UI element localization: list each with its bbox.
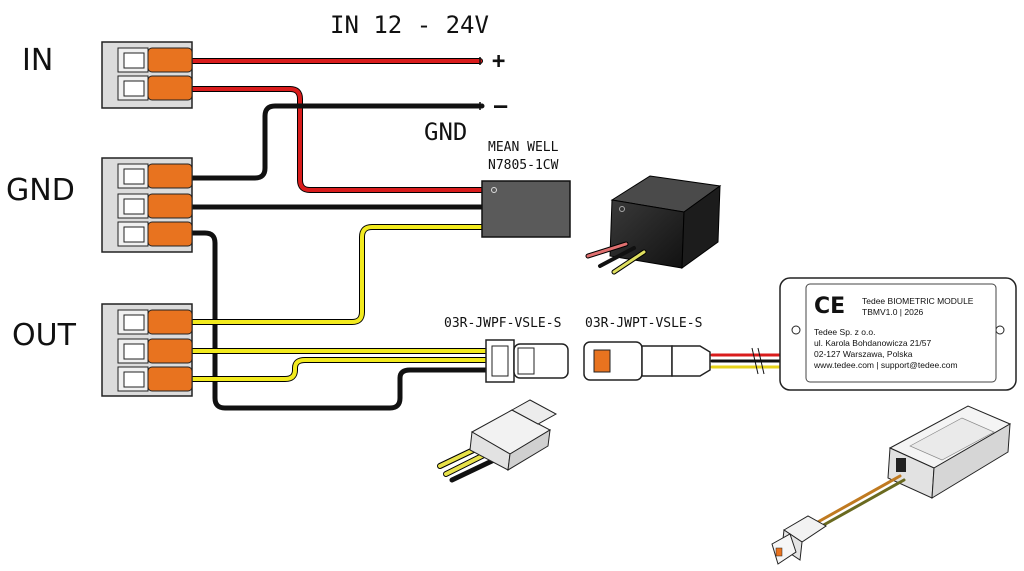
module-title: Tedee BIOMETRIC MODULE	[862, 296, 974, 306]
plus-label: +	[492, 49, 505, 74]
supply-voltage-label: IN 12 - 24V	[330, 11, 489, 39]
in-red-to-psu-wire	[186, 87, 484, 192]
out-yellow-wire-2	[186, 358, 488, 381]
psu-brand-label: MEAN WELL	[488, 140, 559, 155]
gnd-block-label: GND	[6, 173, 75, 208]
terminal-block-in	[101, 41, 193, 109]
psu-schematic	[481, 180, 571, 238]
connector-female	[485, 339, 569, 383]
out-label: OUT	[12, 318, 77, 353]
psu-yellow-out-wire	[186, 225, 484, 324]
module-model: TBMV1.0 | 2026	[862, 307, 924, 317]
ce-mark: CE	[814, 294, 845, 319]
connector-male	[583, 341, 711, 381]
module-contact: www.tedee.com | support@tedee.com	[813, 360, 958, 370]
psu-3d-render	[585, 175, 722, 275]
tedee-module: CE Tedee BIOMETRIC MODULE TBMV1.0 | 2026…	[779, 277, 1017, 391]
connector-female-label: 03R-JWPF-VSLE-S	[444, 316, 561, 331]
module-street: ul. Karola Bohdanowicza 21/57	[814, 338, 931, 348]
gnd-black-wire-top	[183, 103, 485, 181]
psu-model-label: N7805-1CW	[488, 158, 559, 173]
in-label: IN	[22, 43, 53, 78]
module-company: Tedee Sp. z o.o.	[814, 327, 875, 337]
gnd-black-to-connector-wire	[185, 230, 489, 411]
module-city: 02-127 Warszawa, Polska	[814, 349, 913, 359]
connector-3d-render	[437, 399, 558, 483]
tedee-module-3d-render	[771, 405, 1012, 565]
gnd-wire-label: GND	[424, 118, 467, 146]
terminal-block-gnd	[101, 157, 193, 253]
minus-label: –	[494, 94, 508, 119]
connector-male-label: 03R-JWPT-VSLE-S	[585, 316, 702, 331]
terminal-block-out	[101, 303, 193, 397]
